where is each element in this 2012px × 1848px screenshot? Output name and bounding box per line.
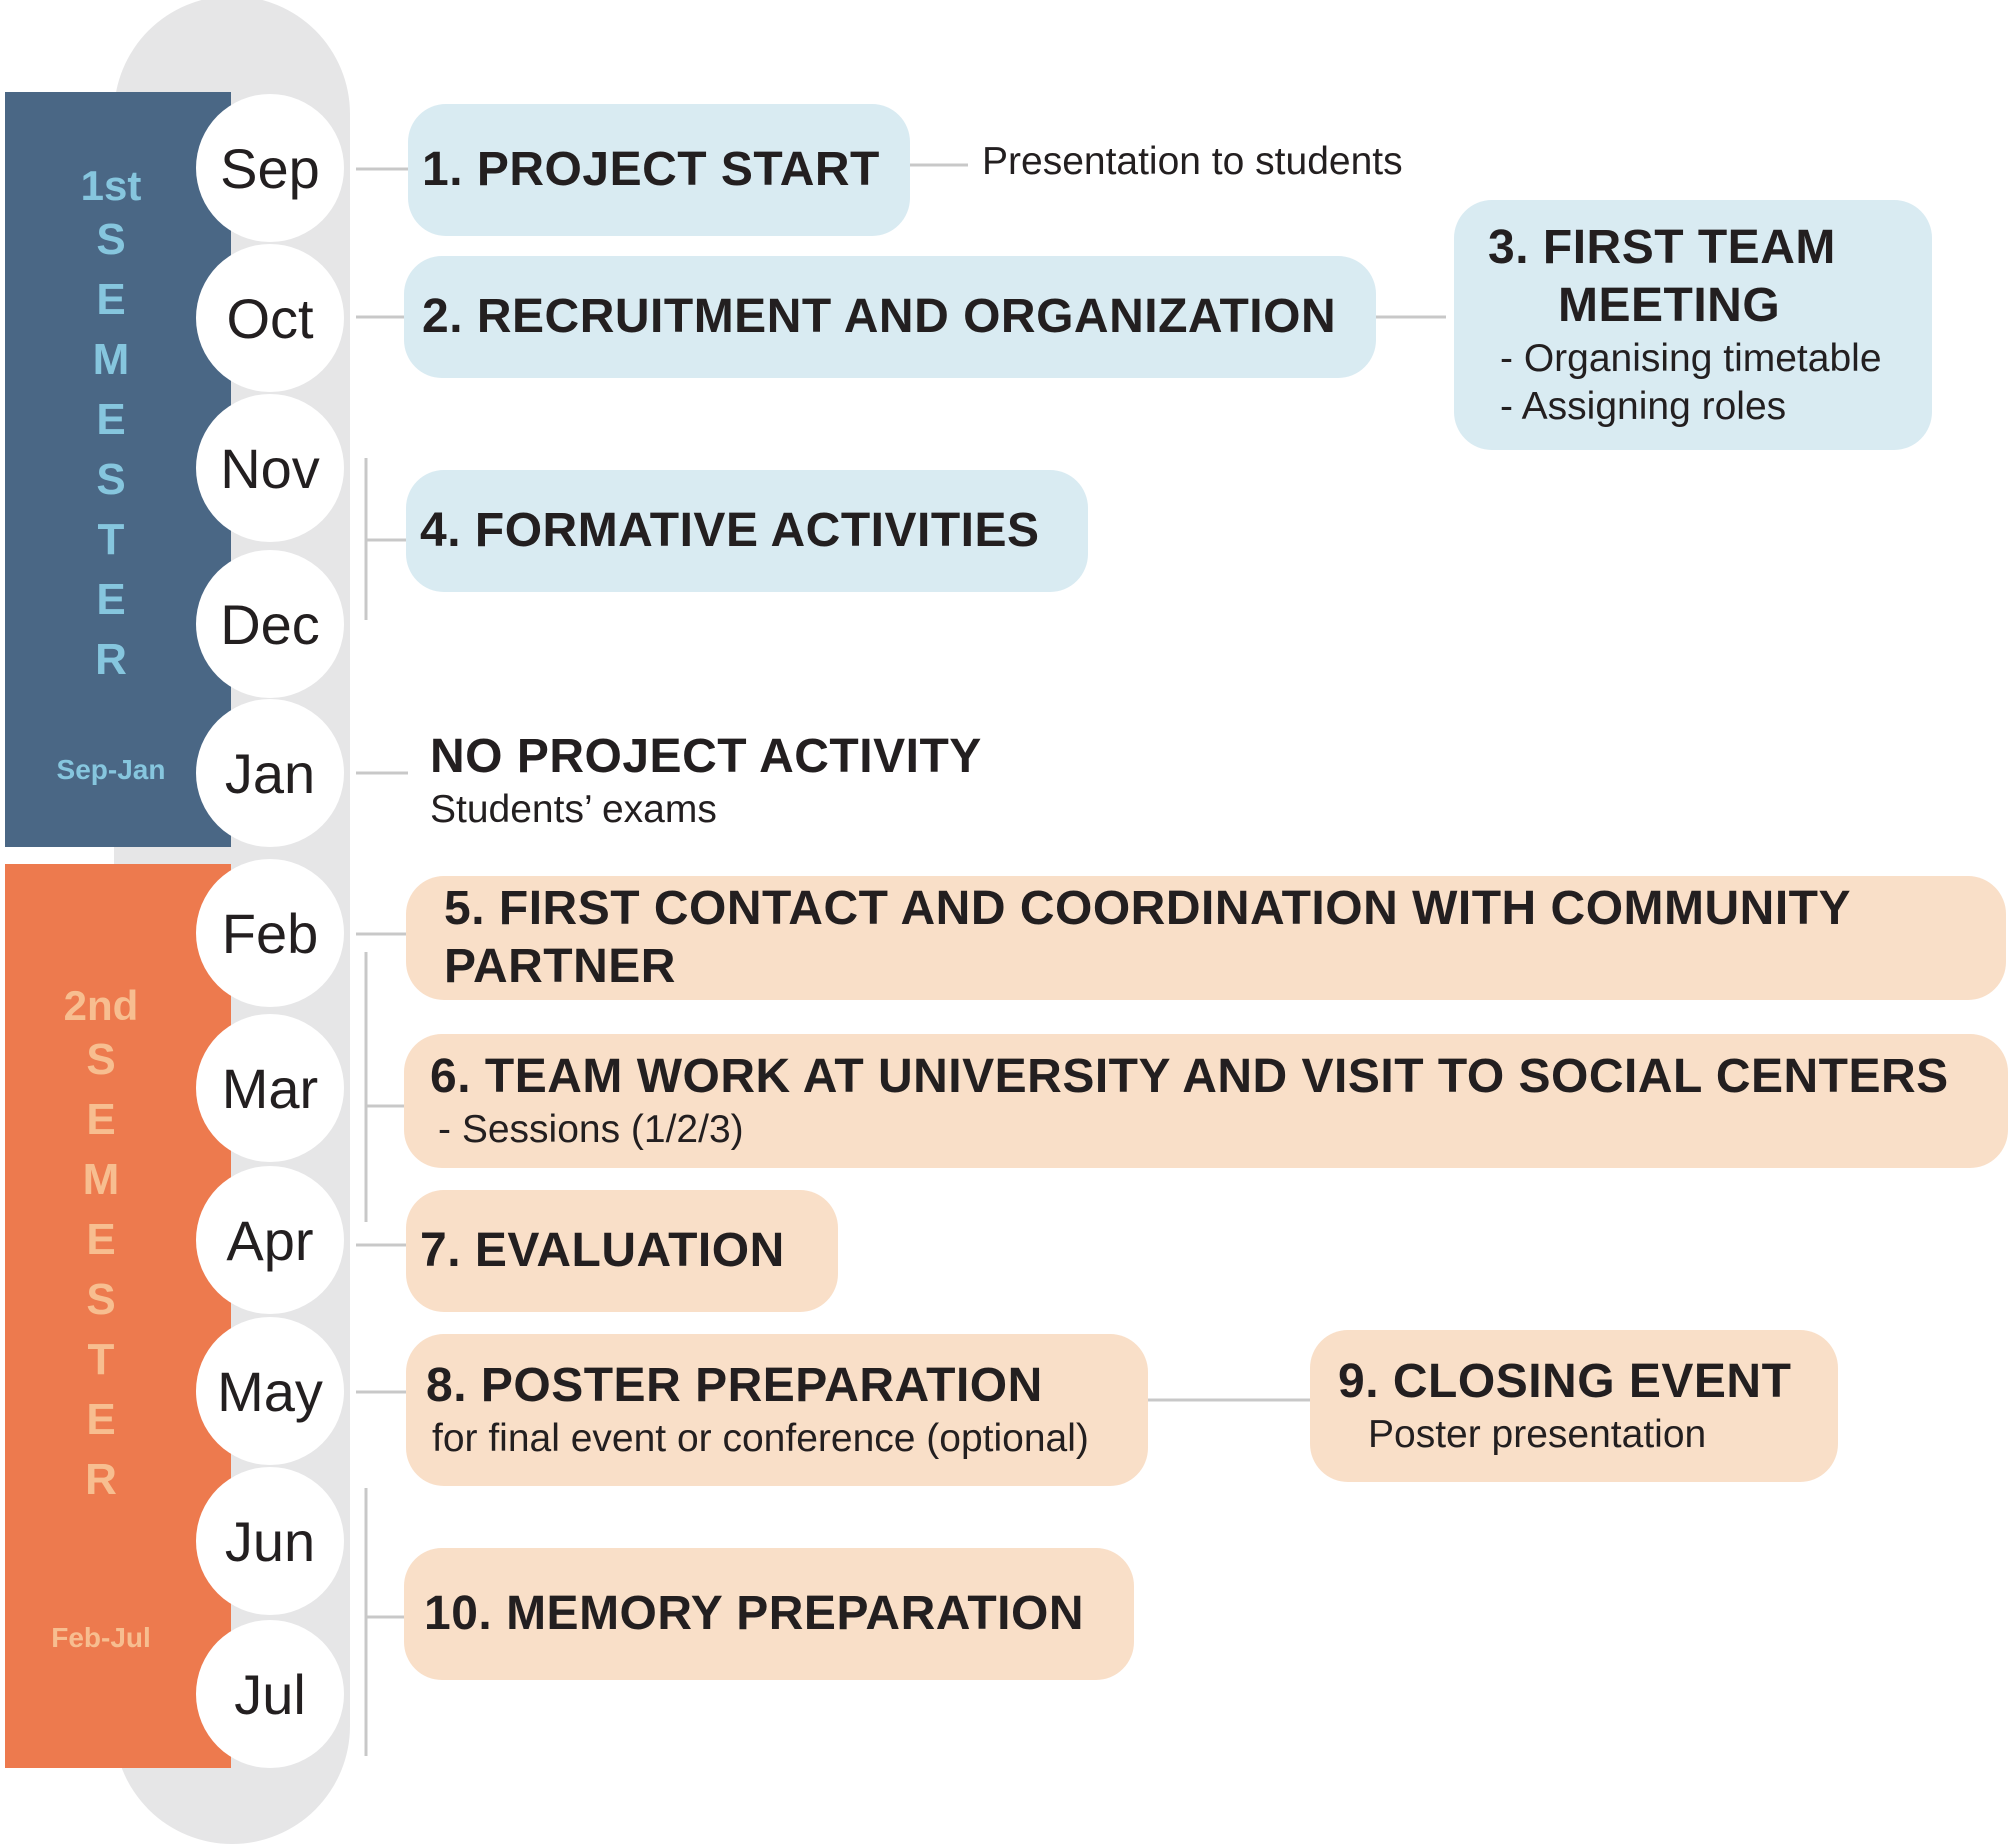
semester-2-band: 2nd S E M E S T E R Feb-Jul — [5, 864, 231, 1768]
semester-2-letter: S — [86, 1275, 116, 1324]
semester-2-letter: E — [86, 1215, 116, 1264]
step-9-box: 9. CLOSING EVENT Poster presentation — [1310, 1330, 1838, 1482]
semester-1-ordinal: 1st — [80, 162, 142, 209]
step-7-box: 7. EVALUATION — [406, 1190, 838, 1312]
step-3-title-line2: MEETING — [1558, 279, 1781, 332]
step-3-box: 3. FIRST TEAM MEETING - Organising timet… — [1454, 200, 1932, 450]
step-2-box: 2. RECRUITMENT AND ORGANIZATION — [404, 256, 1376, 378]
semester-1-label: 1st S E M E S T E R — [5, 162, 217, 690]
month-mar: Mar — [196, 1014, 344, 1162]
semester-2-ordinal: 2nd — [63, 982, 139, 1029]
semester-1-letter: E — [96, 395, 126, 444]
semester-1-letter: S — [96, 455, 126, 504]
step-1-box: 1. PROJECT START — [408, 104, 910, 236]
semester-1-letter: T — [97, 515, 125, 564]
semester-1-letter: M — [92, 335, 130, 384]
step-1-title: 1. PROJECT START — [422, 143, 880, 196]
no-activity-block: NO PROJECT ACTIVITY Students’ exams — [430, 728, 982, 834]
semester-1-letter: S — [96, 215, 126, 264]
month-nov: Nov — [196, 394, 344, 542]
semester-1-letter: E — [96, 275, 126, 324]
step-8-title: 8. POSTER PREPARATION — [426, 1359, 1043, 1412]
semester-1-band: 1st S E M E S T E R Sep-Jan — [5, 92, 231, 847]
step-6-box: 6. TEAM WORK AT UNIVERSITY AND VISIT TO … — [404, 1034, 2008, 1168]
semester-2-letter: T — [87, 1335, 115, 1384]
step-10-box: 10. MEMORY PREPARATION — [404, 1548, 1134, 1680]
semester-1-letter: R — [95, 635, 127, 684]
step-7-title: 7. EVALUATION — [420, 1224, 785, 1277]
step-8-box: 8. POSTER PREPARATION for final event or… — [406, 1334, 1148, 1486]
no-activity-sub: Students’ exams — [430, 788, 717, 831]
step-5-box: 5. FIRST CONTACT AND COORDINATION WITH C… — [406, 876, 2006, 1000]
step-10-title: 10. MEMORY PREPARATION — [424, 1587, 1084, 1640]
semester-2-letter: R — [85, 1455, 117, 1504]
month-dec: Dec — [196, 550, 344, 698]
semester-2-letter: M — [82, 1155, 120, 1204]
step-2-title: 2. RECRUITMENT AND ORGANIZATION — [422, 290, 1337, 343]
month-sep: Sep — [196, 94, 344, 242]
month-jan: Jan — [196, 699, 344, 847]
semester-2-letter: E — [86, 1095, 116, 1144]
semester-1-range: Sep-Jan — [56, 754, 166, 785]
semester-2-letter: E — [86, 1395, 116, 1444]
no-activity-title: NO PROJECT ACTIVITY — [430, 730, 982, 783]
step-4-box: 4. FORMATIVE ACTIVITIES — [406, 470, 1088, 592]
semester-2-letter: S — [86, 1035, 116, 1084]
step-4-title: 4. FORMATIVE ACTIVITIES — [420, 504, 1040, 557]
step-9-title: 9. CLOSING EVENT — [1338, 1355, 1792, 1408]
month-feb: Feb — [196, 859, 344, 1007]
semester-2-range: Feb-Jul — [51, 1622, 151, 1653]
step-1-note: Presentation to students — [982, 140, 1403, 183]
step-3-item: - Organising timetable — [1500, 337, 1882, 380]
semester-2-label: 2nd S E M E S T E R — [0, 982, 207, 1510]
step-3-item: - Assigning roles — [1500, 385, 1787, 428]
step-6-sub: - Sessions (1/2/3) — [438, 1108, 744, 1151]
step-5-title-line2: PARTNER — [444, 940, 676, 993]
step-3-title-line1: 3. FIRST TEAM — [1488, 221, 1836, 274]
month-oct: Oct — [196, 244, 344, 392]
step-8-sub: for final event or conference (optional) — [432, 1417, 1089, 1460]
step-9-sub: Poster presentation — [1368, 1413, 1707, 1456]
month-jun: Jun — [196, 1467, 344, 1615]
step-6-title: 6. TEAM WORK AT UNIVERSITY AND VISIT TO … — [430, 1050, 1949, 1103]
month-jul: Jul — [196, 1620, 344, 1768]
semester-1-letter: E — [96, 575, 126, 624]
step-5-title-line1: 5. FIRST CONTACT AND COORDINATION WITH C… — [444, 882, 1851, 935]
month-may: May — [196, 1317, 344, 1465]
month-apr: Apr — [196, 1166, 344, 1314]
